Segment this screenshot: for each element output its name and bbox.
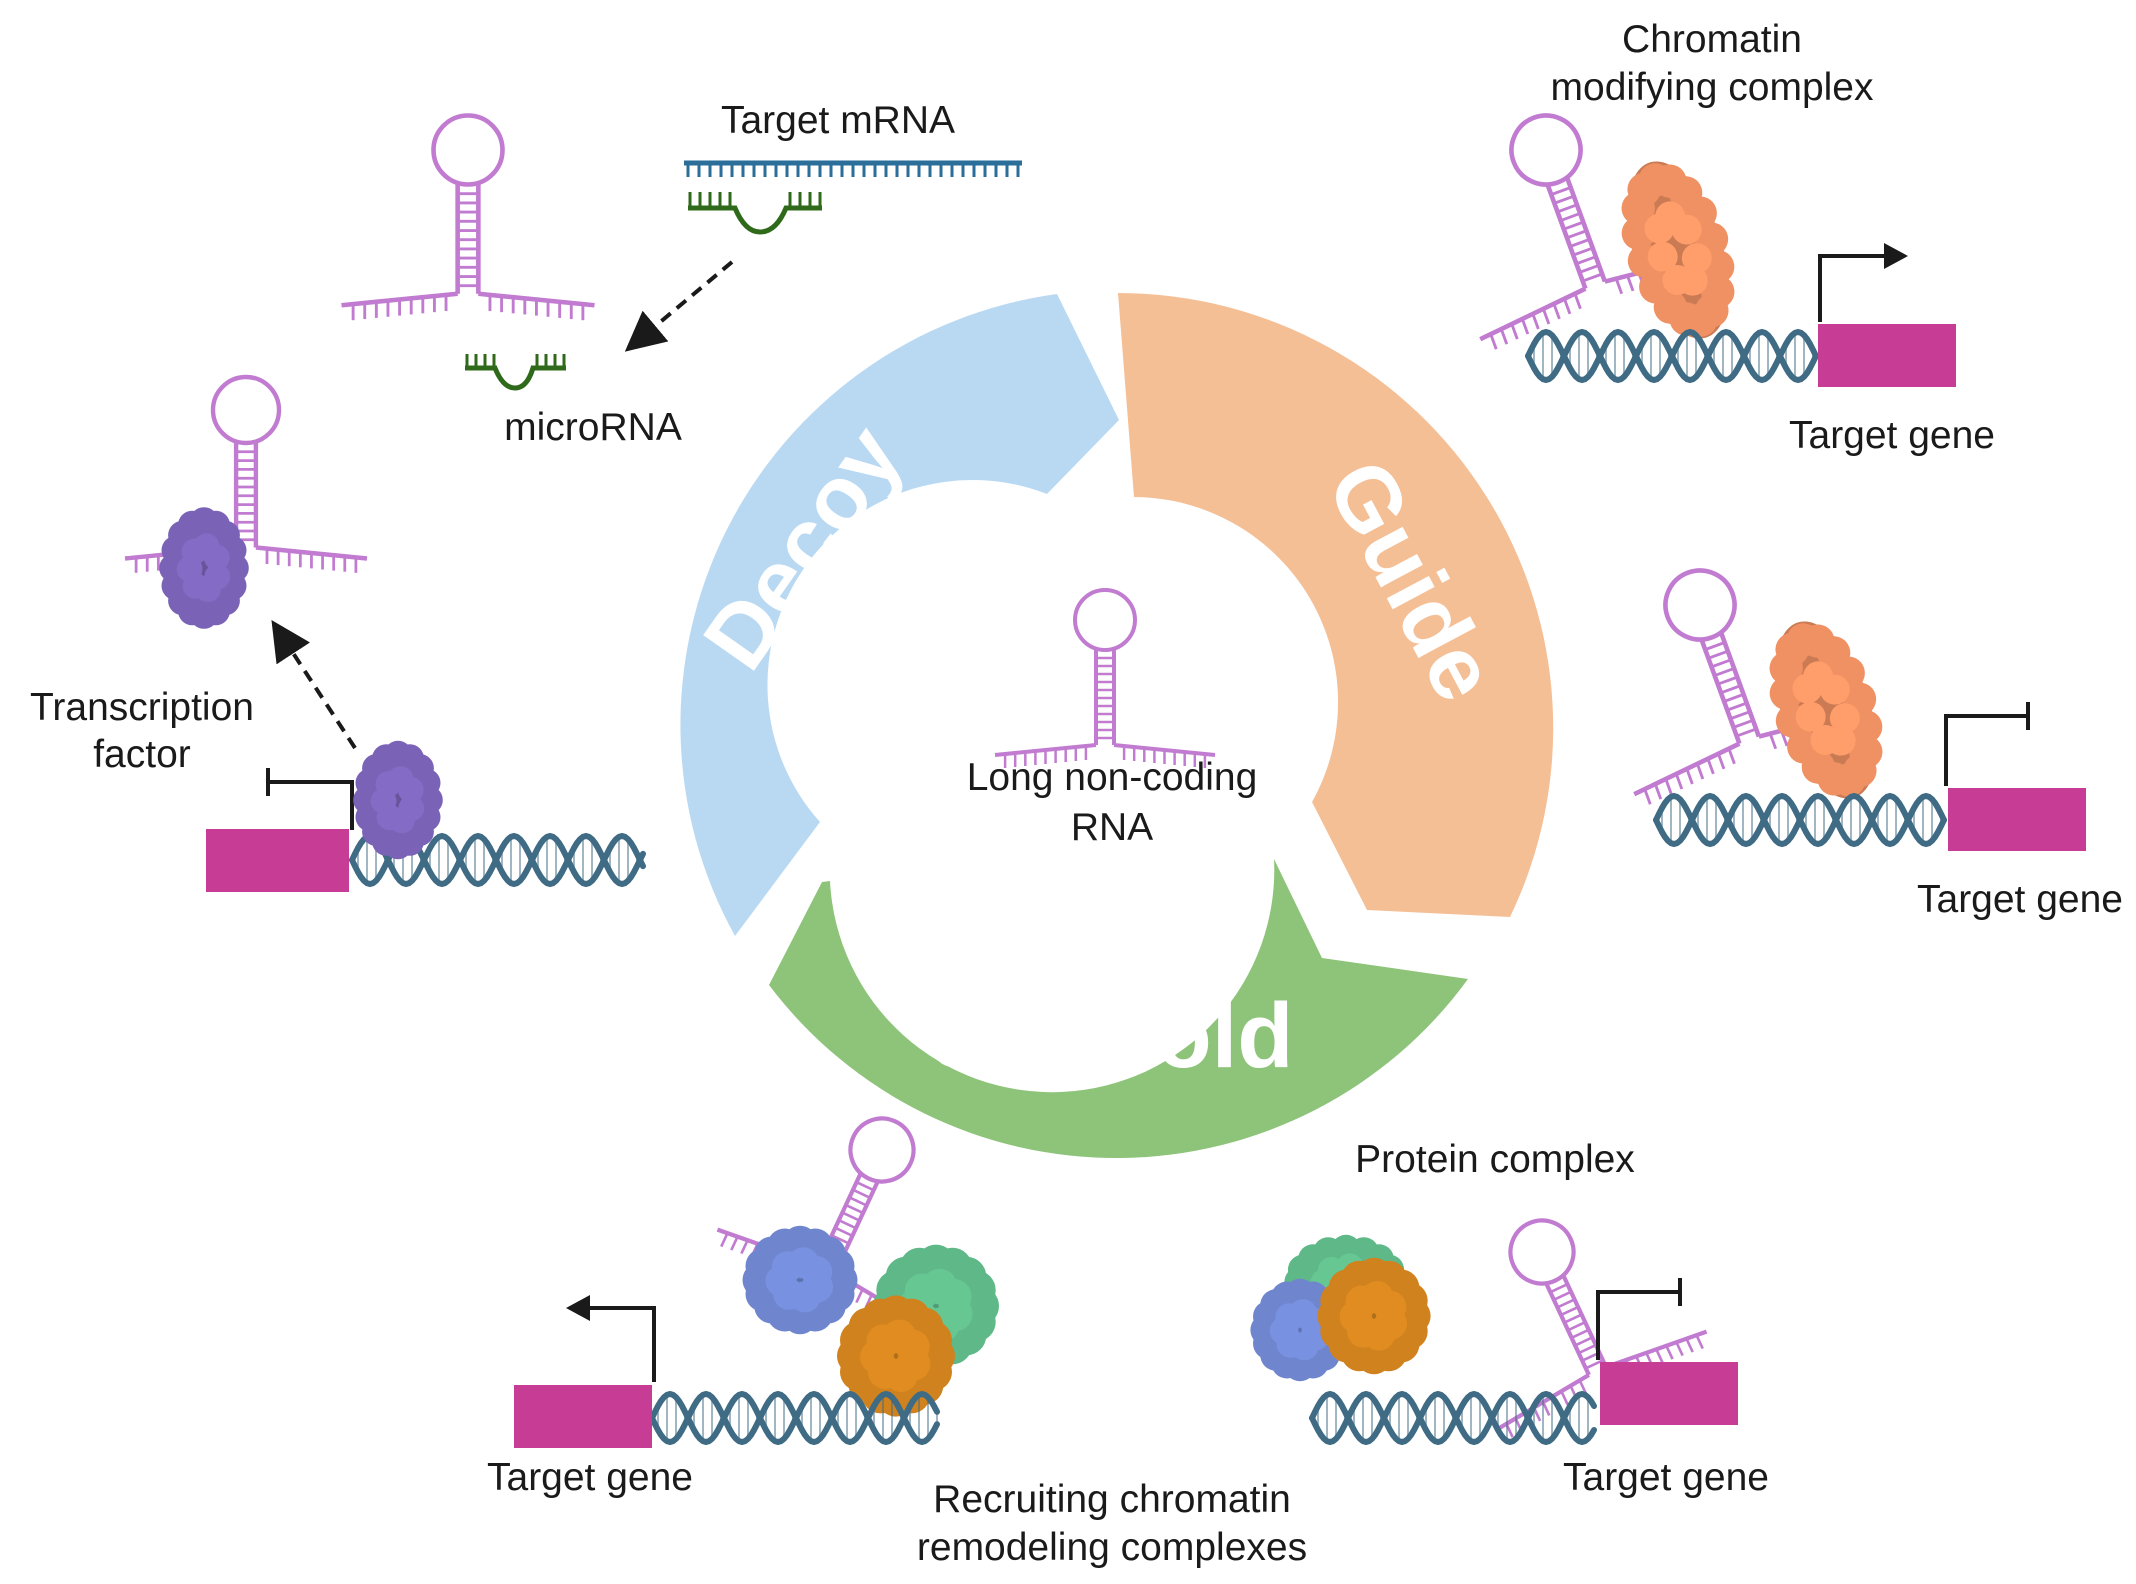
orange-protein-icon	[837, 1295, 955, 1417]
tf-release-arrow-icon	[271, 619, 357, 750]
tf-label-line2: factor	[93, 733, 191, 776]
target-gene-guide-top-label: Target gene	[1789, 414, 1995, 457]
transcription-arrow-icon	[566, 1295, 656, 1382]
target-mrna-strand-icon	[684, 160, 1022, 177]
center-label-line1: Long non-coding	[967, 756, 1258, 799]
gene-box-icon	[206, 829, 349, 892]
mirna-on-mrna-icon	[688, 192, 822, 235]
recruiting-label-line2: remodeling complexes	[917, 1526, 1307, 1569]
decoy-lncrna-hairpin-icon	[341, 113, 595, 321]
scaffold-activation-panel: Target gene Recruiting chromatin remodel…	[487, 1116, 1307, 1569]
gene-box-icon	[1948, 788, 2086, 851]
decoy-segment	[680, 294, 1119, 936]
scaffold-repression-panel: Protein complex Target gene	[1250, 1138, 1769, 1499]
target-mrna-label: Target mRNA	[721, 99, 955, 142]
decoy-tf-panel: Transcription factor	[30, 374, 646, 892]
recruiting-label-line1: Recruiting chromatin	[933, 1478, 1291, 1521]
gene-box-icon	[1818, 324, 1956, 387]
scaffold-segment	[769, 859, 1468, 1159]
dna-helix-icon	[1525, 328, 1819, 384]
dna-helix-icon	[1653, 792, 1947, 848]
microrna-label: microRNA	[504, 406, 682, 449]
transcription-arrow-icon	[1818, 243, 1908, 322]
guide-activation-panel: Chromatin modifying complex Target gene	[1479, 18, 1995, 457]
cycle-ring: Decoy Guide Scaffold	[680, 292, 1554, 1159]
dna-helix-icon	[1309, 1390, 1597, 1446]
chromatin-label-line2: modifying complex	[1551, 66, 1874, 109]
bound-mirna-icon	[465, 354, 566, 391]
chromatin-modifying-protein-icon	[1621, 161, 1735, 339]
lncrna-hairpin-icon	[994, 588, 1216, 768]
dna-helix-icon	[649, 1390, 940, 1446]
dna-bound-tf-protein-icon	[353, 740, 443, 860]
protein-complex-label: Protein complex	[1355, 1138, 1635, 1181]
bound-tf-protein-icon	[159, 507, 249, 629]
blue-protein-icon	[742, 1225, 858, 1335]
center-lncrna: Long non-coding RNA	[967, 588, 1258, 849]
orange-protein-icon	[1317, 1257, 1431, 1375]
repression-bar-icon	[266, 768, 354, 830]
center-label-line2: RNA	[1071, 806, 1153, 849]
gene-box-icon	[1600, 1362, 1738, 1425]
decoy-microrna-panel: Target mRNA microRNA	[341, 99, 1022, 449]
tf-lncrna-hairpin-icon	[124, 374, 368, 573]
repression-bar-icon	[1944, 702, 2030, 786]
tf-label-line1: Transcription	[30, 686, 254, 729]
guide-segment	[1118, 292, 1554, 917]
target-gene-scaffold-left-label: Target gene	[487, 1456, 693, 1499]
chromatin-label-line1: Chromatin	[1622, 18, 1802, 61]
scaffold-label: Scaffold	[931, 985, 1294, 1087]
chromatin-modifying-protein-icon	[1769, 621, 1883, 799]
guide-repression-panel: Target gene	[1633, 568, 2123, 921]
repression-bar-icon	[1596, 1278, 1682, 1360]
gene-box-icon	[514, 1385, 652, 1448]
guide-top-hairpin-icon	[1479, 113, 1719, 350]
target-gene-guide-mid-label: Target gene	[1917, 878, 2123, 921]
target-gene-scaffold-right-label: Target gene	[1563, 1456, 1769, 1499]
sponge-arrow-icon	[624, 260, 734, 352]
